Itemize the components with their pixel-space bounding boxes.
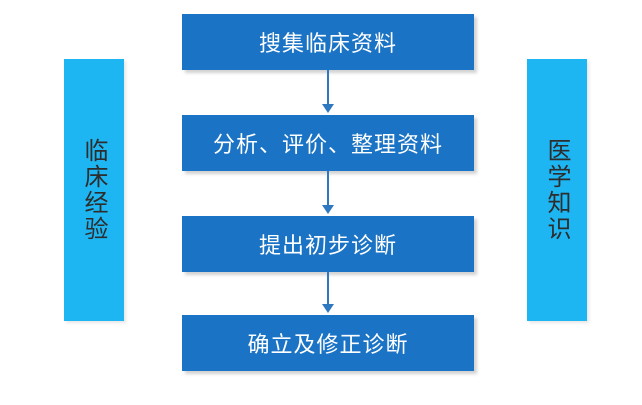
arrow-down-icon-1 <box>322 104 334 113</box>
arrow-down-icon-2 <box>322 205 334 214</box>
step-3-label: 提出初步诊断 <box>258 234 397 259</box>
connector-line-3 <box>327 272 329 304</box>
right-side-label-box: 医学知识 <box>527 59 587 321</box>
step-1-label: 搜集临床资料 <box>258 32 397 57</box>
connector-line-2 <box>327 171 329 205</box>
step-4-label: 确立及修正诊断 <box>247 333 409 358</box>
step-2-label: 分析、评价、整理资料 <box>212 133 443 158</box>
clinical-experience-label: 临床经验 <box>80 138 108 242</box>
step-preliminary-diagnosis: 提出初步诊断 <box>182 216 474 272</box>
left-side-label-box: 临床经验 <box>64 59 124 321</box>
connector-line-1 <box>327 70 329 104</box>
step-analyze-evaluate-data: 分析、评价、整理资料 <box>182 115 474 171</box>
medical-knowledge-label: 医学知识 <box>543 138 571 242</box>
arrow-down-icon-3 <box>322 304 334 313</box>
step-collect-clinical-data: 搜集临床资料 <box>182 14 474 70</box>
step-confirm-revise-diagnosis: 确立及修正诊断 <box>182 315 474 371</box>
